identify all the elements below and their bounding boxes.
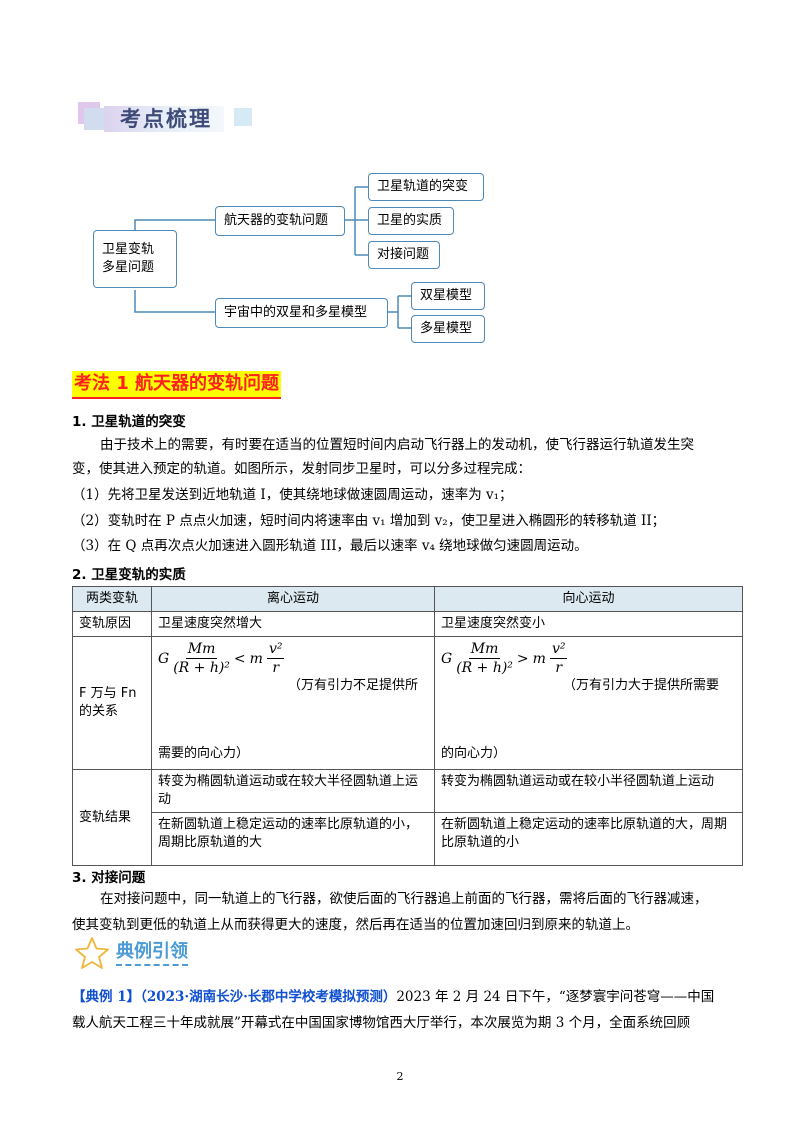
fraction-denominator: r (555, 660, 563, 676)
table-cell: F 万与 Fn 的关系 (72, 636, 152, 770)
row-label-line: 的关系 (79, 704, 119, 719)
list-item: （2）变轨时在 P 点点火加速，短时间内将速率由 v₁ 增加到 v₂，使卫星进入… (72, 513, 666, 529)
mindmap-leaf: 对接问题 (368, 241, 440, 269)
example-line: 【典例 1】（2023·湖南长沙·长郡中学校考模拟预测）2023 年 2 月 2… (72, 984, 714, 1010)
example-section-title: 典例引领 (116, 940, 188, 966)
mindmap-root-line: 卫星变轨 (102, 242, 155, 257)
star-icon (75, 937, 109, 969)
formula-note: （万有引力不足提供所 (288, 678, 419, 693)
fraction: Mm (R + h)² (173, 640, 230, 677)
banner-bar (104, 106, 224, 132)
table-header: 两类变轨 (72, 586, 152, 612)
fraction-numerator: v² (549, 641, 568, 659)
paragraph-line: 变，使其进入预定的轨道。如图所示，发射同步卫星时，可以分多过程完成： (72, 461, 531, 477)
table-row: 变轨结果 转变为椭圆轨道运动或在较大半径圆轨道上运动 转变为椭圆轨道运动或在较小… (72, 769, 743, 866)
subheading-1: 1. 卫星轨道的突变 (72, 414, 186, 430)
decor-square (234, 108, 252, 126)
mindmap-leaf: 双星模型 (411, 282, 485, 310)
formula-note-tail: 的向心力） (441, 746, 507, 761)
formula-operator: < (233, 650, 246, 667)
fraction: v² r (266, 640, 285, 677)
fraction-numerator: Mm (185, 641, 218, 659)
fraction: v² r (549, 640, 568, 677)
mindmap-root: 卫星变轨 多星问题 (93, 230, 177, 288)
banner-title: 考点梳理 (120, 107, 212, 131)
mindmap-leaf: 卫星的实质 (368, 207, 454, 235)
list-item: （3）在 Q 点再次点火加速进入圆形轨道 III，最后以速率 v₄ 绕地球做匀速… (72, 538, 588, 554)
subheading-3: 3. 对接问题 (72, 870, 146, 886)
paragraph-line: 由于技术上的需要，有时要在适当的位置短时间内启动飞行器上的发动机，使飞行器运行轨… (100, 437, 694, 453)
example-tag: 【典例 1】（2023·湖南长沙·长郡中学校考模拟预测） (72, 989, 397, 1005)
table-row: 在新圆轨道上稳定运动的速率比原轨道的小，周期比原轨道的大 在新圆轨道上稳定运动的… (73, 812, 743, 866)
formula-note: （万有引力大于提供所需要 (563, 678, 720, 693)
table-cell: 变轨结果 (72, 769, 152, 866)
subheading-2: 2. 卫星变轨的实质 (72, 567, 186, 583)
formula-symbol: m (249, 650, 263, 667)
table-header: 离心运动 (151, 586, 435, 612)
formula-centrifugal: G Mm (R + h)² < m v² r (158, 640, 428, 677)
table-cell: 在新圆轨道上稳定运动的速率比原轨道的大，周期比原轨道的小 (434, 812, 743, 866)
section-banner: 考点梳理 (78, 102, 258, 136)
fraction-numerator: Mm (468, 641, 501, 659)
paragraph-line: 在对接问题中，同一轨道上的飞行器，欲使后面的飞行器追上前面的飞行器，需将后面的飞… (100, 891, 708, 907)
table-header-row: 两类变轨 离心运动 向心运动 (72, 586, 743, 612)
table-cell: 卫星速度突然增大 (151, 611, 435, 637)
formula-symbol: m (532, 650, 546, 667)
mindmap-leaf: 多星模型 (411, 315, 485, 343)
example-line: 载人航天工程三十年成就展”开幕式在中国国家博物馆西大厅举行，本次展览为期 3 个… (72, 1015, 691, 1031)
table-cell: 转变为椭圆轨道运动或在较大半径圆轨道上运动 (151, 769, 435, 813)
row-label-line: F 万与 Fn (79, 686, 137, 701)
mindmap-branch-orbit-change: 航天器的变轨问题 (215, 206, 345, 236)
fraction-denominator: r (272, 660, 280, 676)
fraction: Mm (R + h)² (456, 640, 513, 677)
formula-symbol: G (158, 650, 170, 667)
table-header: 向心运动 (434, 586, 743, 612)
table-cell: 变轨原因 (72, 611, 152, 637)
fraction-numerator: v² (266, 641, 285, 659)
orbit-change-table: 两类变轨 离心运动 向心运动 变轨原因 卫星速度突然增大 卫星速度突然变小 F … (72, 586, 743, 866)
fraction-denominator: (R + h)² (173, 660, 230, 676)
table-cell: 卫星速度突然变小 (434, 611, 743, 637)
decor-square (84, 108, 106, 130)
formula-operator: > (516, 650, 529, 667)
section-heading: 考法 1 航天器的变轨问题 (72, 371, 282, 399)
mindmap-leaf: 卫星轨道的突变 (368, 173, 484, 201)
formula-note-tail: 需要的向心力） (158, 746, 250, 761)
page-number: 2 (396, 1070, 404, 1083)
example-text: 2023 年 2 月 24 日下午，“逐梦寰宇问苍穹——中国 (396, 989, 715, 1005)
formula-centripetal: G Mm (R + h)² > m v² r (441, 640, 736, 677)
table-cell: G Mm (R + h)² > m v² r （万有引力大于提供所需要 的向心力… (434, 636, 743, 770)
table-row: F 万与 Fn 的关系 G Mm (R + h)² < m v² r （万有引力… (72, 636, 743, 770)
fraction-denominator: (R + h)² (456, 660, 513, 676)
table-cell: 在新圆轨道上稳定运动的速率比原轨道的小，周期比原轨道的大 (151, 812, 435, 866)
mindmap-connectors (134, 186, 411, 329)
mindmap-root-line: 多星问题 (102, 260, 155, 275)
formula-symbol: G (441, 650, 453, 667)
table-cell: G Mm (R + h)² < m v² r （万有引力不足提供所 需要的向心力… (151, 636, 435, 770)
table-cell: 转变为椭圆轨道运动或在较小半径圆轨道上运动 (434, 769, 743, 813)
list-item: （1）先将卫星发送到近地轨道 I，使其绕地球做速圆周运动，速率为 v₁； (72, 487, 513, 503)
mindmap-branch-multistar: 宇宙中的双星和多星模型 (215, 298, 388, 328)
table-row: 变轨原因 卫星速度突然增大 卫星速度突然变小 (72, 611, 743, 637)
paragraph-line: 使其变轨到更低的轨道上从而获得更大的速度，然后再在适当的位置加速回归到原来的轨道… (72, 917, 639, 933)
